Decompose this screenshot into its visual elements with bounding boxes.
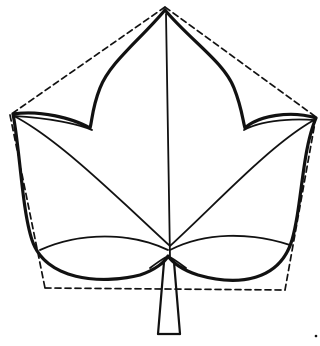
right-lower-vein [170, 236, 290, 250]
guide-top-right-edge [165, 7, 316, 117]
guide-top-left-edge [10, 7, 165, 115]
stem-right-edge [174, 262, 180, 334]
midrib-vein [166, 14, 170, 258]
left-main-vein [14, 116, 170, 246]
ink-speck [315, 335, 318, 338]
stem-left-edge [158, 262, 164, 334]
right-main-vein [170, 120, 314, 246]
guide-left-edge [10, 115, 45, 288]
guide-bottom-edge [45, 288, 285, 290]
left-lower-vein [40, 237, 168, 251]
